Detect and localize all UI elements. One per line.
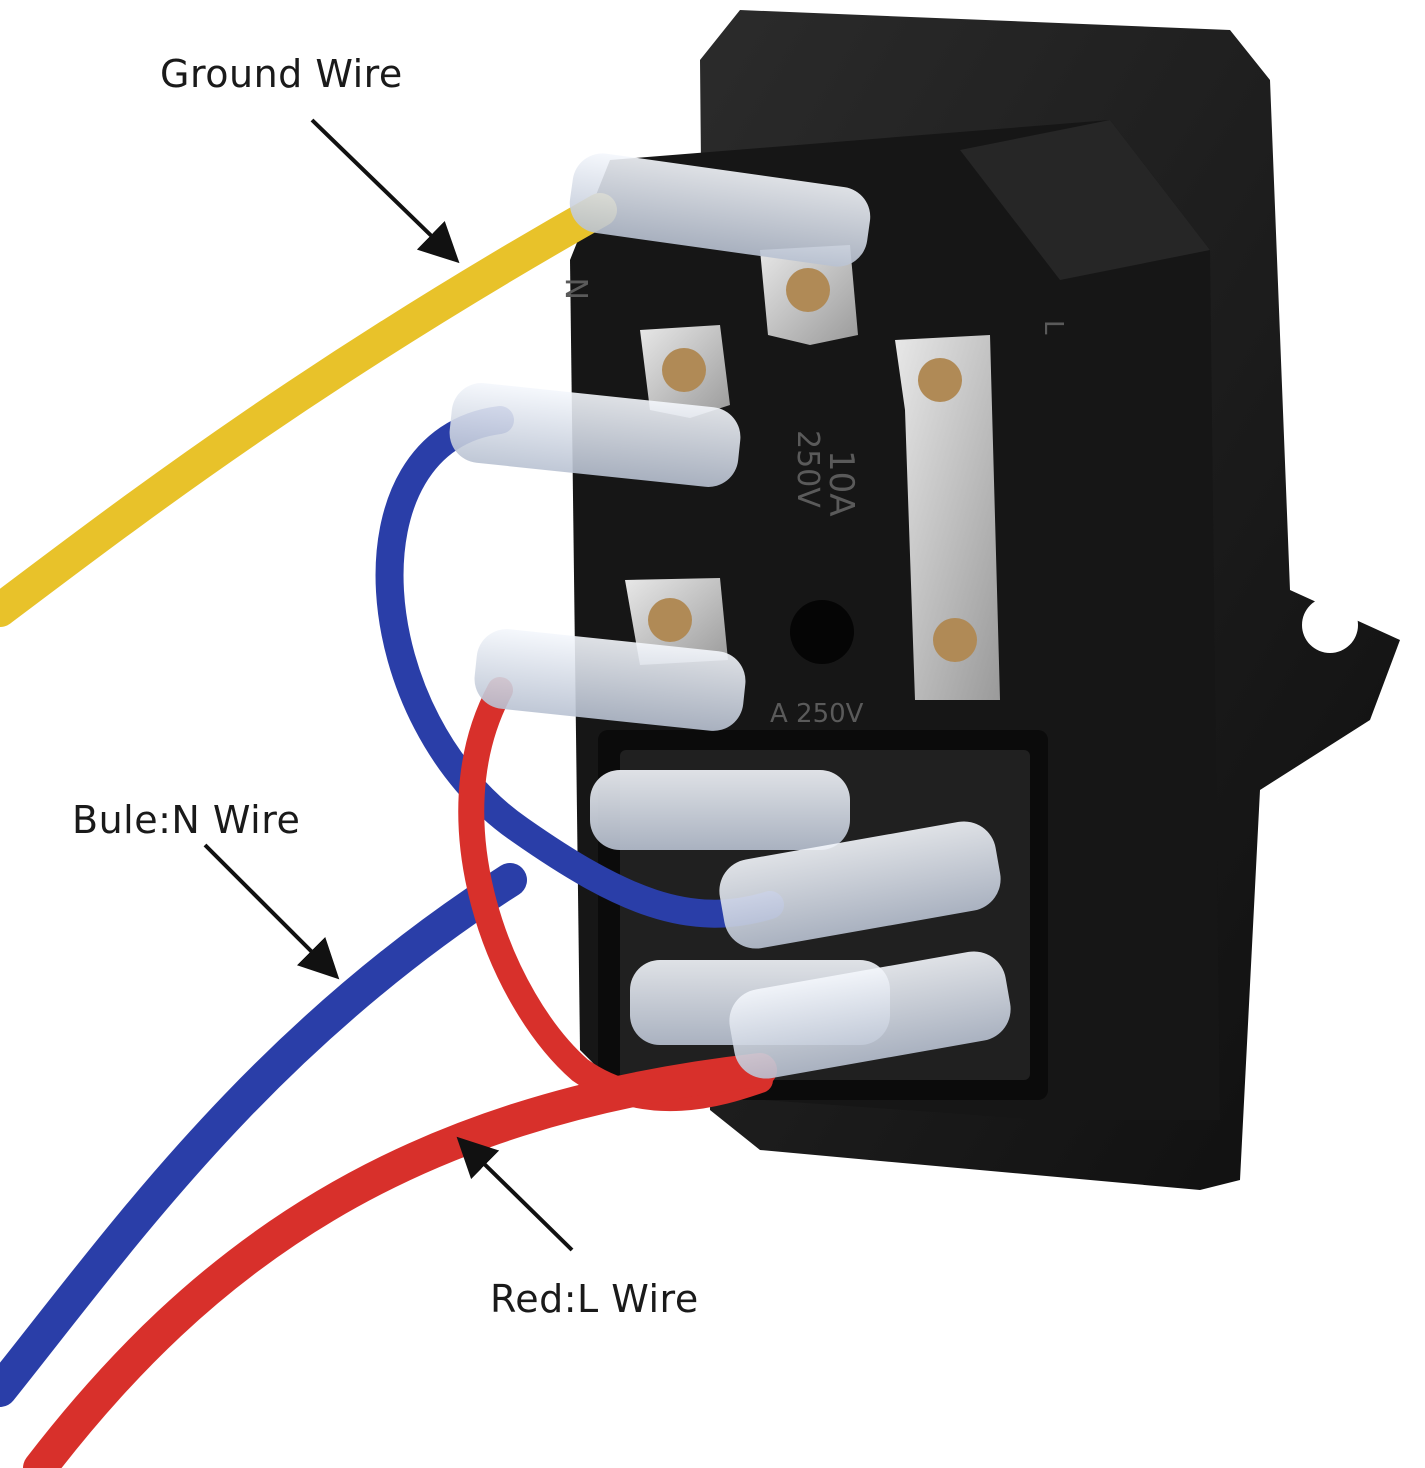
neutral-wire-label: Bule:N Wire — [72, 798, 301, 842]
live-wire-loop — [458, 677, 773, 1111]
socket-markings: N L 10A 250V A 250V — [561, 278, 1068, 729]
ground-wire — [0, 193, 617, 627]
rating-marking: 10A — [821, 450, 861, 517]
screw-icon — [662, 348, 706, 392]
neutral-callout-arrow — [203, 843, 340, 980]
connector-sleeve — [590, 770, 850, 850]
live-wire-label: Red:L Wire — [490, 1277, 699, 1321]
l-bridge-terminal — [895, 335, 1000, 700]
screw-icon — [648, 598, 692, 642]
connector-sleeve — [474, 629, 746, 731]
screw-icon — [918, 358, 962, 402]
ground-callout-arrow — [310, 118, 460, 264]
voltage-marking: 250V — [790, 430, 825, 508]
fuse-rating-marking: A 250V — [770, 699, 864, 729]
callout-arrows — [203, 118, 574, 1252]
connector-sleeve — [569, 153, 871, 267]
fuse-hole — [790, 600, 854, 664]
terminal-n-marking: N — [561, 278, 596, 300]
live-wire — [23, 1053, 777, 1468]
terminal-l-marking: L — [1038, 320, 1068, 335]
screw-hole — [1302, 597, 1358, 653]
terminals — [625, 245, 1000, 700]
connector-sleeve — [719, 821, 1001, 949]
crimp-connectors — [449, 153, 1011, 1079]
screw-icon — [933, 618, 977, 662]
screw-icon — [786, 268, 830, 312]
wires — [0, 193, 784, 1468]
connector-sleeve — [449, 383, 741, 487]
ground-wire-label: Ground Wire — [160, 52, 403, 96]
neutral-wire — [0, 863, 527, 1407]
live-callout-arrow — [456, 1136, 574, 1252]
connector-sleeve — [729, 951, 1011, 1079]
